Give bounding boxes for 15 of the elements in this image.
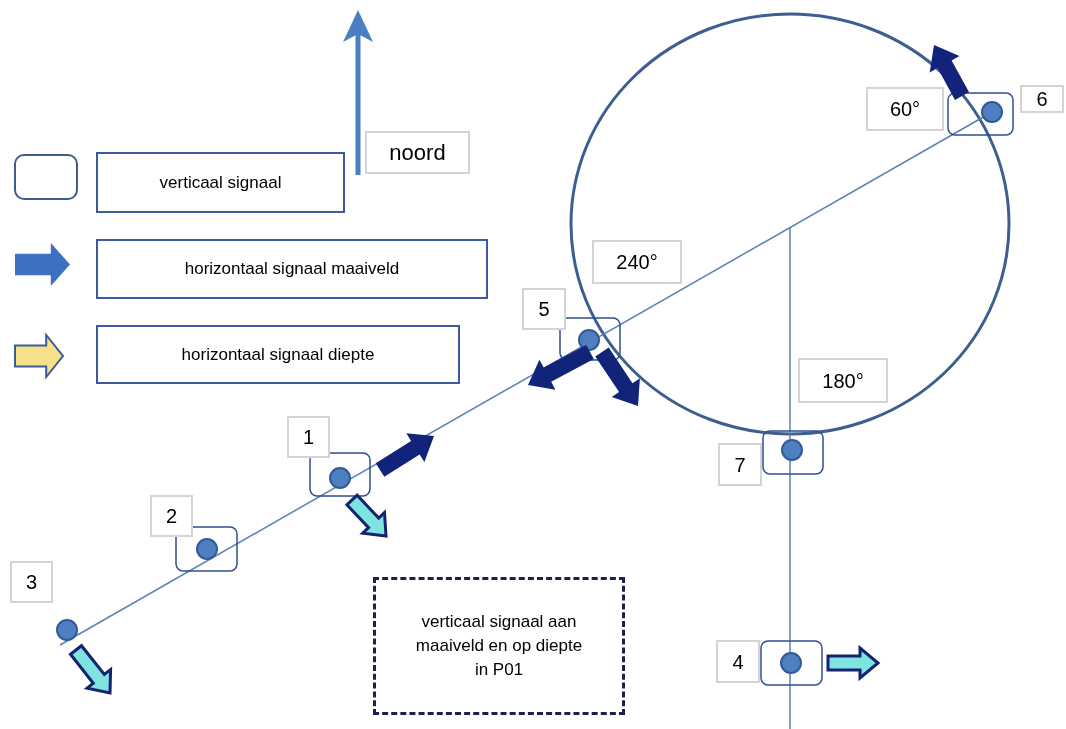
angle-label: 180° xyxy=(798,358,888,403)
label-box: noord xyxy=(365,131,470,174)
angle-label: 60° xyxy=(866,87,944,131)
legend-label: horizontaal signaal diepte xyxy=(96,325,460,384)
number-label: 6 xyxy=(1020,85,1064,113)
legend-label: verticaal signaal xyxy=(96,152,345,213)
number-label: 7 xyxy=(718,443,762,486)
number-label: 5 xyxy=(522,288,566,330)
note-box: verticaal signaal aan maaiveld en op diepte in P01 xyxy=(373,577,625,715)
number-label: 3 xyxy=(10,561,53,603)
number-label: 1 xyxy=(287,416,330,458)
number-label: 2 xyxy=(150,495,193,537)
angle-label: 240° xyxy=(592,240,682,284)
number-label: 4 xyxy=(716,640,760,683)
legend-label: horizontaal signaal maaiveld xyxy=(96,239,488,299)
